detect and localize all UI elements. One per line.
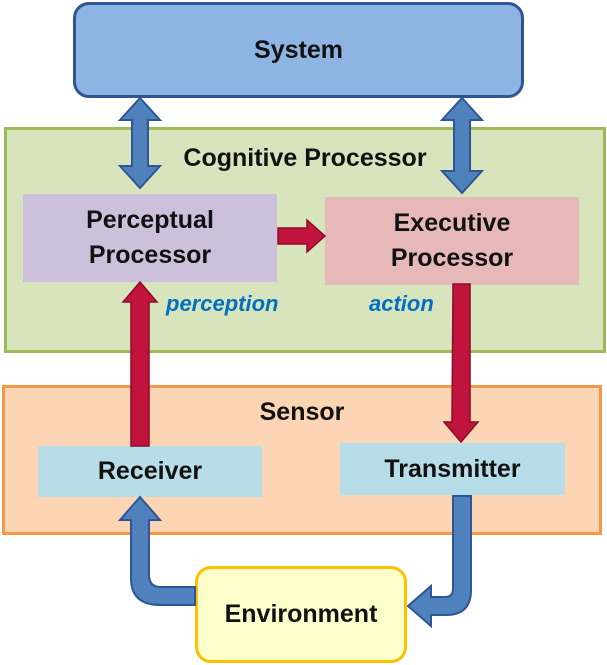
system-node: System [73, 2, 524, 98]
system-perceptual-double-arrow [117, 96, 163, 190]
action-label: action [369, 291, 434, 316]
cognitive-processor-label: Cognitive Processor [183, 144, 427, 172]
system-label: System [254, 35, 343, 64]
transmitter-node: Transmitter [340, 443, 565, 495]
perceptual-processor-label-line2: Processor [88, 241, 212, 269]
receiver-node: Receiver [38, 446, 262, 497]
transmitter-to-environment-arrow [406, 495, 472, 629]
environment-label: Environment [224, 600, 378, 628]
perception-label: perception [166, 291, 279, 316]
executive-processor-node: Executive Processor [325, 197, 579, 285]
executive-processor-label-line1: Executive [393, 209, 511, 237]
executive-to-transmitter-arrow [442, 283, 480, 444]
transmitter-label: Transmitter [384, 454, 521, 483]
perceptual-to-executive-arrow [277, 218, 327, 254]
system-executive-double-arrow [439, 96, 485, 195]
receiver-to-perceptual-arrow [121, 280, 159, 447]
executive-processor-label-line2: Processor [390, 244, 514, 272]
receiver-label: Receiver [97, 457, 203, 485]
perceptual-processor-node: Perceptual Processor [23, 194, 277, 282]
sensor-label: Sensor [259, 398, 345, 426]
perceptual-processor-label-line1: Perceptual [86, 206, 214, 234]
environment-node: Environment [195, 566, 407, 663]
environment-to-receiver-arrow [117, 495, 196, 606]
